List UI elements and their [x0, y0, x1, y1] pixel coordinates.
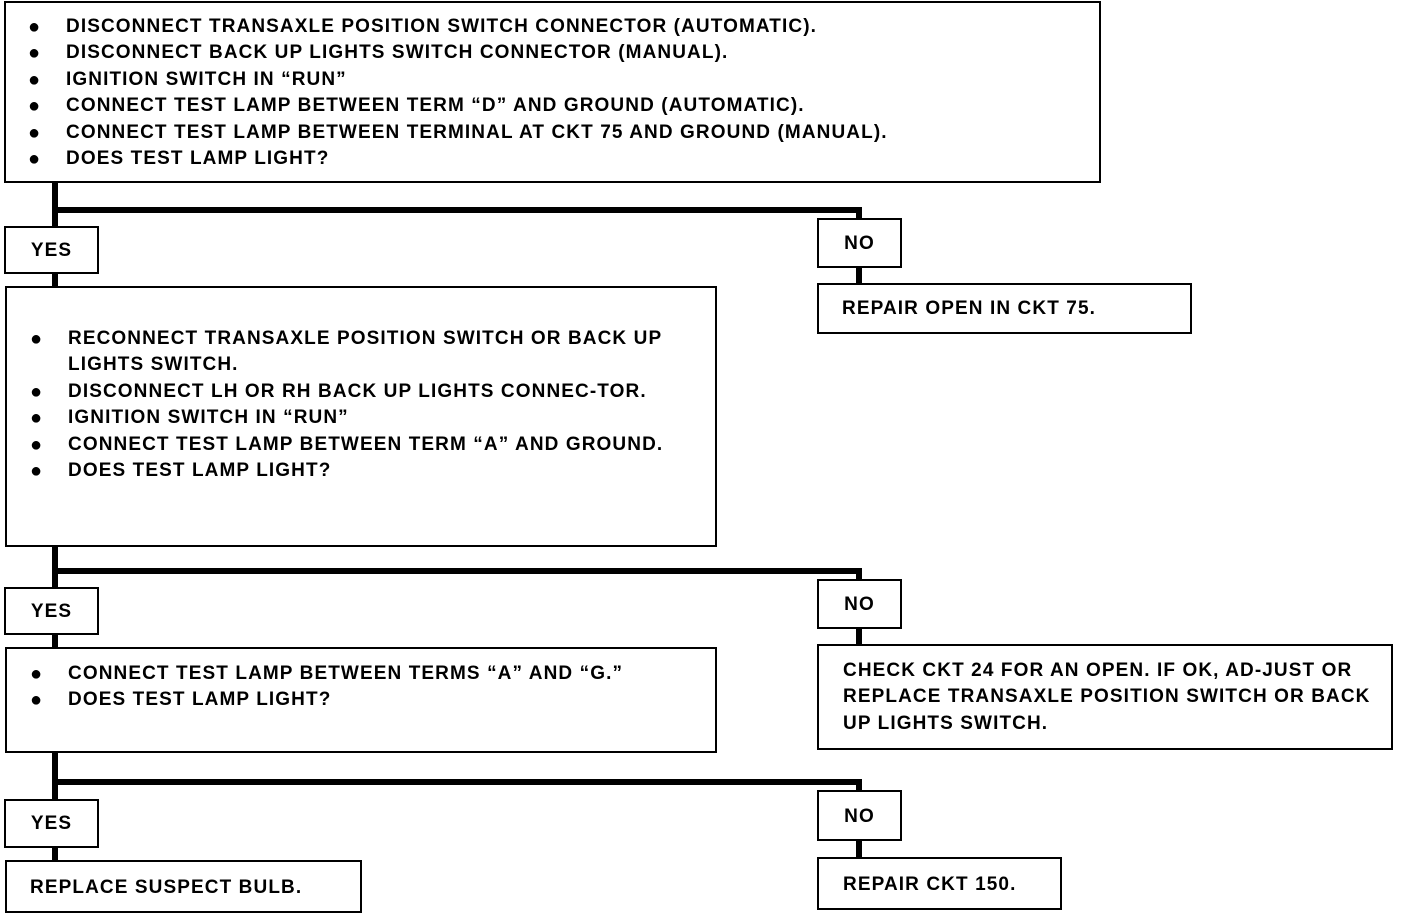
- connector-line: [856, 207, 862, 220]
- connector-line: [856, 568, 862, 581]
- step1-yes-box: YES: [4, 226, 99, 274]
- connector-line: [52, 846, 58, 862]
- step1-bullet-list: ●DISCONNECT TRANSAXLE POSITION SWITCH CO…: [28, 14, 1099, 172]
- step1-bullet-item: ●DOES TEST LAMP LIGHT?: [28, 146, 1099, 172]
- connector-line: [52, 272, 58, 288]
- bullet-dot-icon: ●: [30, 689, 44, 712]
- step1-bullet-item: ●DISCONNECT BACK UP LIGHTS SWITCH CONNEC…: [28, 40, 1099, 66]
- step3-bullet-list: ●CONNECT TEST LAMP BETWEEN TERMS “A” AND…: [30, 661, 693, 714]
- step1-bullet-item: ●DISCONNECT TRANSAXLE POSITION SWITCH CO…: [28, 14, 1099, 40]
- step3-no-box: NO: [817, 790, 902, 841]
- step2-yes-box: YES: [4, 587, 99, 635]
- bullet-dot-icon: ●: [30, 380, 44, 403]
- connector-line: [52, 182, 58, 228]
- result-text: REPAIR CKT 150.: [843, 874, 1017, 895]
- result-text: CHECK CKT 24 FOR AN OPEN. IF OK, AD-JUST…: [843, 660, 1371, 734]
- connector-line: [856, 627, 862, 646]
- result-text: REPLACE SUSPECT BULB.: [30, 877, 303, 898]
- step2-bullet-item: ●RECONNECT TRANSAXLE POSITION SWITCH OR …: [30, 328, 662, 376]
- step2-no-box: NO: [817, 579, 902, 629]
- bullet-dot-icon: ●: [28, 42, 42, 65]
- step2-bullet-item: ●CONNECT TEST LAMP BETWEEN TERM “A” AND …: [30, 432, 693, 458]
- step2-no-result-box: CHECK CKT 24 FOR AN OPEN. IF OK, AD-JUST…: [817, 644, 1393, 750]
- step2-box: ●RECONNECT TRANSAXLE POSITION SWITCH OR …: [5, 286, 717, 547]
- connector-line: [52, 751, 58, 801]
- bullet-dot-icon: ●: [28, 148, 42, 171]
- step3-box: ●CONNECT TEST LAMP BETWEEN TERMS “A” AND…: [5, 647, 717, 753]
- step2-bullet-item: ●DOES TEST LAMP LIGHT?: [30, 458, 693, 484]
- bullet-dot-icon: ●: [30, 460, 44, 483]
- step3-no-result-box: REPAIR CKT 150.: [817, 857, 1062, 910]
- bullet-dot-icon: ●: [28, 16, 42, 38]
- connector-line: [52, 207, 862, 213]
- connector-line: [856, 266, 862, 285]
- yes-label: YES: [30, 240, 73, 261]
- no-label: NO: [844, 233, 875, 254]
- step3-bullet-item: ●CONNECT TEST LAMP BETWEEN TERMS “A” AND…: [30, 661, 693, 687]
- step1-no-result-box: REPAIR OPEN IN CKT 75.: [817, 283, 1192, 334]
- step1-box: ●DISCONNECT TRANSAXLE POSITION SWITCH CO…: [4, 1, 1101, 183]
- step3-bullet-item: ●DOES TEST LAMP LIGHT?: [30, 687, 693, 713]
- result-text: REPAIR OPEN IN CKT 75.: [842, 298, 1096, 319]
- step1-no-box: NO: [817, 218, 902, 268]
- connector-line: [856, 839, 862, 859]
- step1-bullet-item: ●IGNITION SWITCH IN “RUN”: [28, 67, 1099, 93]
- step3-yes-box: YES: [4, 799, 99, 848]
- step1-bullet-item: ●CONNECT TEST LAMP BETWEEN TERM “D” AND …: [28, 93, 1099, 119]
- bullet-dot-icon: ●: [30, 328, 44, 350]
- step1-bullet-item: ●CONNECT TEST LAMP BETWEEN TERMINAL AT C…: [28, 120, 1099, 146]
- yes-label: YES: [30, 813, 73, 834]
- connector-line: [52, 633, 58, 649]
- step2-bullet-item: ●IGNITION SWITCH IN “RUN”: [30, 405, 693, 431]
- step3-yes-result-box: REPLACE SUSPECT BULB.: [5, 860, 362, 913]
- step2-bullet-list: ●RECONNECT TRANSAXLE POSITION SWITCH OR …: [30, 326, 693, 484]
- yes-label: YES: [30, 601, 73, 622]
- bullet-dot-icon: ●: [28, 68, 42, 91]
- connector-line: [52, 568, 862, 574]
- bullet-dot-icon: ●: [28, 121, 42, 144]
- connector-line: [52, 545, 58, 589]
- step2-bullet-item: ●DISCONNECT LH OR RH BACK UP LIGHTS CONN…: [30, 379, 693, 405]
- bullet-dot-icon: ●: [30, 663, 44, 685]
- bullet-dot-icon: ●: [30, 407, 44, 430]
- no-label: NO: [844, 806, 875, 827]
- connector-line: [52, 779, 862, 785]
- bullet-dot-icon: ●: [28, 95, 42, 118]
- no-label: NO: [844, 594, 875, 615]
- bullet-dot-icon: ●: [30, 433, 44, 456]
- connector-line: [856, 779, 862, 792]
